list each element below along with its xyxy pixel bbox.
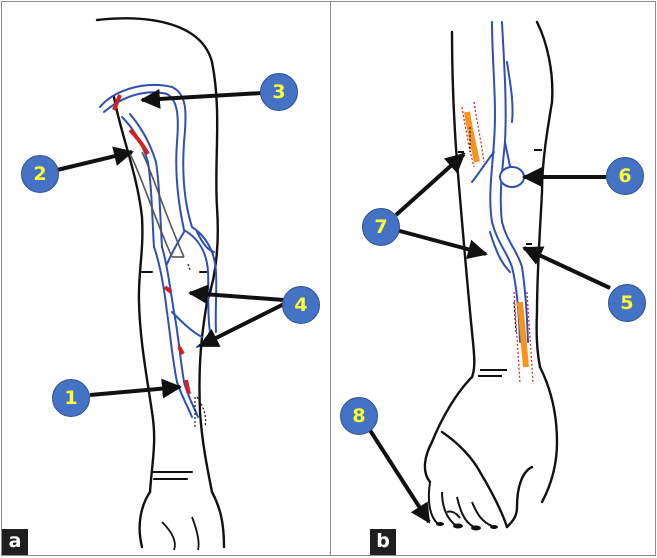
marker-2: 2	[21, 155, 59, 193]
marker-7: 7	[362, 208, 400, 246]
marker-8: 8	[340, 397, 378, 435]
hand-a	[162, 517, 199, 550]
marker-6: 6	[606, 157, 644, 195]
panel-divider	[330, 2, 331, 555]
pouch-b	[500, 167, 524, 187]
marker-1: 1	[52, 379, 90, 417]
wrist-creases-b	[458, 150, 542, 376]
arrows-a	[57, 93, 284, 395]
hand-b-fingers	[429, 482, 492, 527]
marker-4: 4	[282, 286, 320, 324]
panel-label-b: b	[370, 529, 396, 555]
arm-outline-b	[425, 22, 557, 527]
marker-3: 3	[260, 73, 298, 111]
arrows-b	[366, 154, 610, 522]
panel-label-a: a	[2, 529, 28, 555]
marker-5: 5	[608, 284, 646, 322]
